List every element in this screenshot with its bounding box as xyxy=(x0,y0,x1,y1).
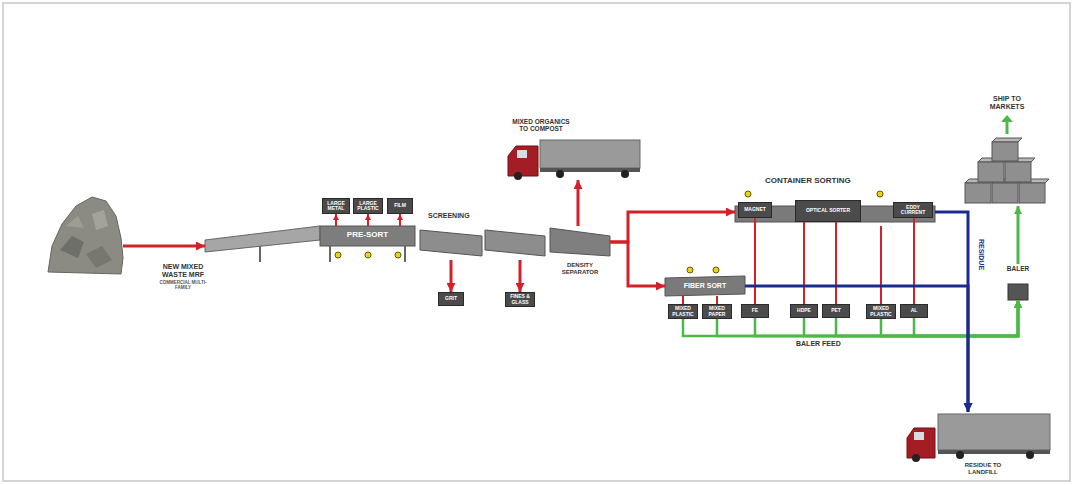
box-label: MIXED PAPER xyxy=(704,306,730,317)
flow-arrow xyxy=(836,300,1018,336)
node-label: COMMERCIAL MULTI-FAMILY xyxy=(157,280,209,290)
flow-arrow xyxy=(519,260,522,292)
box-label: FINES & GLASS xyxy=(507,294,533,305)
box-label: FE xyxy=(752,308,758,314)
node-label: PRE-SORT xyxy=(320,230,415,239)
node-label: SHIP TO MARKETS xyxy=(982,95,1032,111)
sort-bin: HDPE xyxy=(790,304,818,318)
box-label: EDDY CURRENT xyxy=(895,205,931,216)
flow-label: RESIDUE xyxy=(976,225,985,285)
flow-arrow xyxy=(682,296,684,304)
flow-arrow xyxy=(745,286,968,412)
flow-arrow xyxy=(803,222,805,304)
box-label: HDPE xyxy=(797,308,811,314)
sort-bin: MIXED PLASTIC xyxy=(866,304,896,319)
waste-pile: NEW MIXED WASTE MRFCOMMERCIAL MULTI-FAMI… xyxy=(45,197,123,275)
density-separator: DENSITY SEPARATOR xyxy=(550,226,610,258)
flow-arrow xyxy=(755,300,1018,336)
box-label: LARGE METAL xyxy=(324,201,348,212)
screen-deck: SCREENING xyxy=(420,226,545,260)
sorter-unit: EDDY CURRENT xyxy=(893,202,933,218)
node-label: SCREENING xyxy=(428,212,470,220)
box-label: AL xyxy=(911,308,918,314)
box-label: MIXED PLASTIC xyxy=(868,306,894,317)
box-label: FILM xyxy=(394,203,406,209)
sort-bin: LARGE PLASTIC xyxy=(353,198,383,214)
landfill-truck: RESIDUE TO LANDFILL xyxy=(905,412,1051,460)
node-label: FIBER SORT xyxy=(665,282,745,290)
flow-arrow xyxy=(754,218,756,304)
compost-truck: MIXED ORGANICS TO COMPOST xyxy=(502,138,642,180)
sort-bin: PET xyxy=(822,304,850,318)
sort-bin: LARGE METAL xyxy=(322,198,350,214)
box-label: MAGNET xyxy=(744,207,766,213)
box-label: OPTICAL SORTER xyxy=(806,208,850,214)
sort-bin: MIXED PAPER xyxy=(702,304,732,319)
box-label: PET xyxy=(831,308,841,314)
flow-arrow xyxy=(881,300,1018,336)
flow-arrow xyxy=(123,245,205,248)
flow-arrow xyxy=(716,296,718,304)
node-label: MIXED ORGANICS TO COMPOST xyxy=(508,118,574,133)
sort-bin: GRIT xyxy=(438,292,464,306)
flow-arrow xyxy=(935,212,968,412)
flow-arrow xyxy=(450,260,453,292)
flow-arrow xyxy=(399,214,401,226)
sort-bin: AL xyxy=(900,304,928,318)
flow-arrow xyxy=(610,212,735,242)
box-label: LARGE PLASTIC xyxy=(355,201,381,212)
box-label: MIXED PLASTIC xyxy=(670,306,696,317)
node-label: DENSITY SEPARATOR xyxy=(550,262,610,276)
node-label: CONTAINER SORTING xyxy=(765,176,851,185)
sort-bin: MIXED PLASTIC xyxy=(668,304,698,319)
sorter-unit: OPTICAL SORTER xyxy=(795,200,861,222)
flow-label: BALER FEED xyxy=(796,340,841,348)
node-label: RESIDUE TO LANDFILL xyxy=(953,462,1013,476)
flow-arrow xyxy=(880,226,882,304)
conveyor: FIBER SORT xyxy=(665,276,745,296)
flow-arrow xyxy=(913,218,915,304)
flow-arrow xyxy=(577,180,580,226)
bale-stack: SHIP TO MARKETS xyxy=(960,137,1052,206)
sort-bin: FINES & GLASS xyxy=(505,292,535,307)
box-label: GRIT xyxy=(445,296,457,302)
flow-arrow xyxy=(914,300,1018,336)
flow-arrow xyxy=(1017,206,1020,264)
flow-arrow xyxy=(335,214,337,226)
sorter-unit: MAGNET xyxy=(738,202,772,218)
flow-arrow xyxy=(717,300,1018,336)
sort-bin: FE xyxy=(741,304,769,318)
container-line: CONTAINER SORTINGMAGNETOPTICAL SORTEREDD… xyxy=(735,198,935,226)
flow-arrow xyxy=(367,214,369,226)
flow-arrow xyxy=(610,242,665,286)
conveyor: PRE-SORT xyxy=(205,226,415,266)
flow-arrow xyxy=(804,300,1018,336)
node-label: BALER xyxy=(1000,265,1036,272)
sort-bin: FILM xyxy=(387,198,413,214)
node-label: NEW MIXED WASTE MRF xyxy=(157,263,209,279)
baler: BALER xyxy=(1000,264,1036,300)
flow-arrow xyxy=(835,222,837,304)
